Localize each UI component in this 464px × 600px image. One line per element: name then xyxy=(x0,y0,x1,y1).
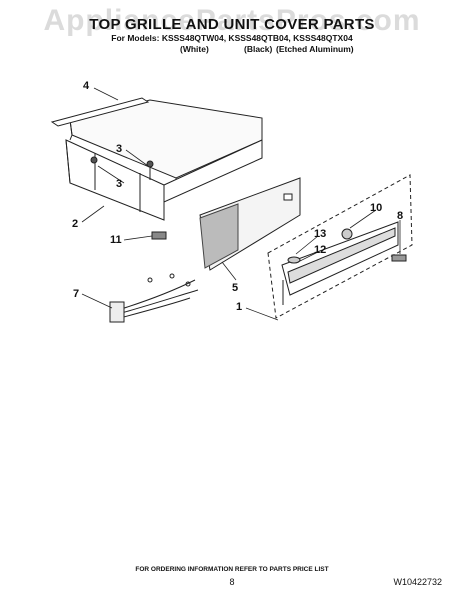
variant-white: (White) xyxy=(180,44,209,54)
callout-1: 1 xyxy=(236,301,243,313)
models-line: For Models: KSSS48QTW04, KSSS48QTB04, KS… xyxy=(111,33,353,43)
callout-2: 2 xyxy=(72,218,79,230)
watermark: AppliancePartsPros.com xyxy=(43,4,421,37)
callout-12: 12 xyxy=(314,244,327,256)
variant-black: (Black) xyxy=(244,44,273,54)
callout-11: 11 xyxy=(110,234,122,246)
bulb-part-12 xyxy=(287,256,301,264)
callout-7: 7 xyxy=(73,288,80,300)
leader-lines xyxy=(81,87,401,321)
callout-13: 13 xyxy=(314,228,327,240)
ordering-note: FOR ORDERING INFORMATION REFER TO PARTS … xyxy=(135,566,329,573)
wire-harness-part-7 xyxy=(109,273,199,323)
page-number: 8 xyxy=(229,577,235,587)
document-id: W10422732 xyxy=(393,577,442,587)
grille-panel-part-5 xyxy=(199,177,301,271)
callout-10: 10 xyxy=(370,202,383,214)
strip-part-8 xyxy=(391,254,407,262)
page-title: TOP GRILLE AND UNIT COVER PARTS xyxy=(89,16,375,33)
callout-8: 8 xyxy=(397,210,404,222)
callout-3-bottom: 3 xyxy=(116,178,123,190)
callout-3-top: 3 xyxy=(116,143,123,155)
callout-5: 5 xyxy=(232,282,239,294)
screw-part-3 xyxy=(90,156,154,180)
front-grille-assembly-part-1 xyxy=(267,174,413,319)
variant-etched-aluminum: (Etched Aluminum) xyxy=(276,44,354,54)
clip-part-11 xyxy=(151,231,167,240)
knob-part-10 xyxy=(341,228,353,240)
callout-4: 4 xyxy=(83,80,90,92)
